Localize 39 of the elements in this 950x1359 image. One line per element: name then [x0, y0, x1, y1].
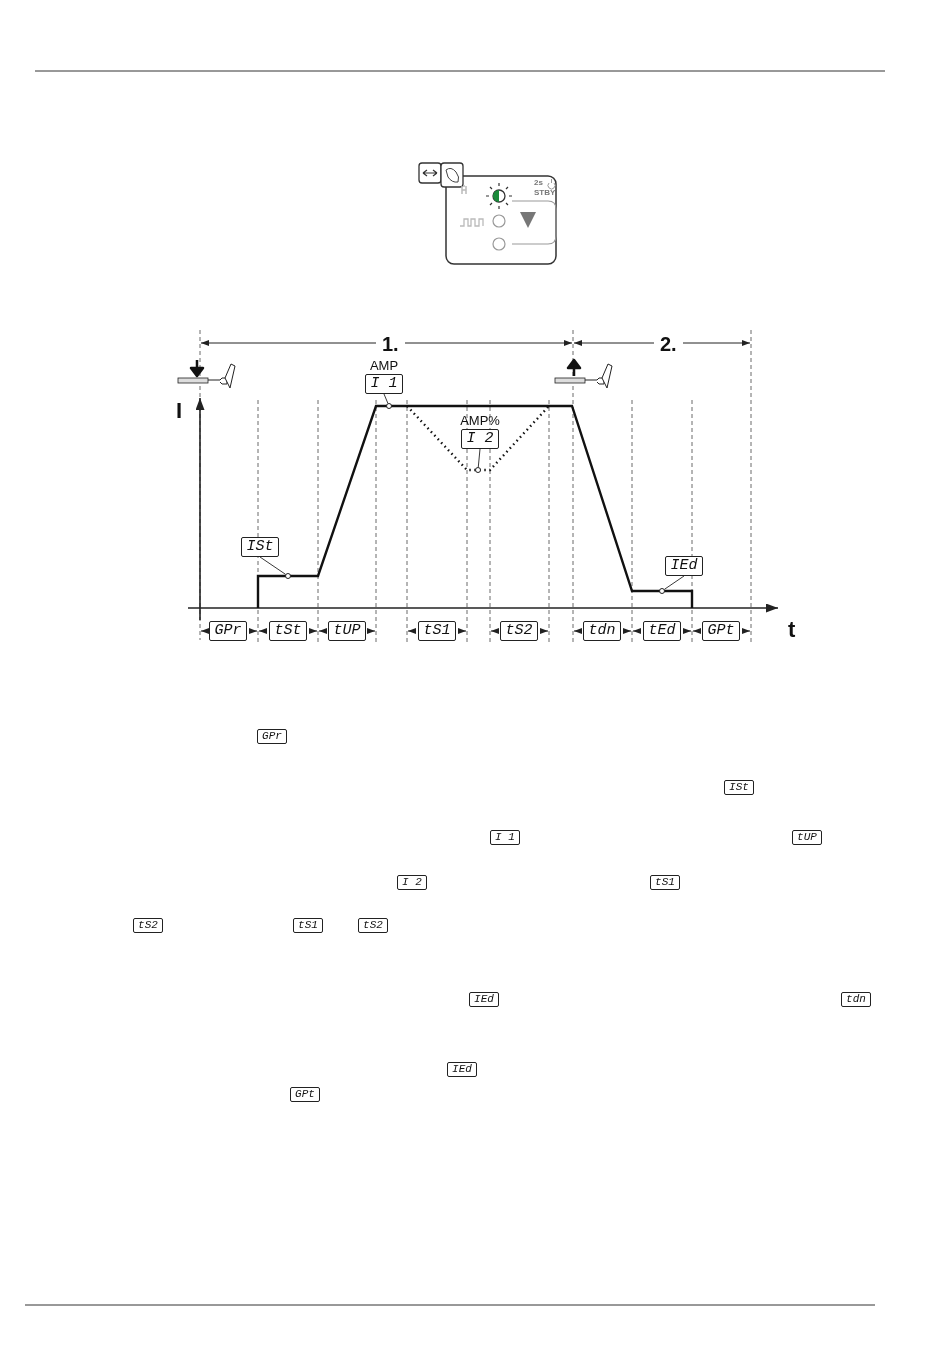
leader-line — [383, 393, 389, 404]
parameter-display: tS1 — [293, 918, 323, 933]
parameter-display: tSt — [269, 621, 307, 641]
parameter-display: tEd — [643, 621, 681, 641]
parameter-display: GPr — [209, 621, 247, 641]
parameter-display: I 2 — [397, 875, 427, 890]
parameter-display: IEd — [447, 1062, 477, 1077]
parameter-display: IEd — [665, 556, 703, 576]
curve-point — [386, 403, 392, 409]
parameter-display: IEd — [469, 992, 499, 1007]
standby-label: STBY — [534, 188, 556, 197]
axis-label: I — [176, 398, 183, 424]
curve-point — [285, 573, 291, 579]
parameter-display: tS2 — [358, 918, 388, 933]
parameter-display: I 1 — [490, 830, 520, 845]
parameter-display: tdn — [841, 992, 871, 1007]
parameter-display: tS1 — [650, 875, 680, 890]
parameter-display: I 1 — [365, 374, 403, 394]
parameter-display: ISt — [724, 780, 754, 795]
parameter-display: tS1 — [418, 621, 456, 641]
display-heading: AMP% — [459, 413, 501, 428]
parameter-display: ISt — [241, 537, 279, 557]
parameter-display: tS2 — [133, 918, 163, 933]
parameter-display: tS2 — [500, 621, 538, 641]
leader-line — [664, 575, 685, 590]
parameter-display: GPr — [257, 729, 287, 744]
parameter-display: GPt — [702, 621, 740, 641]
leader-line — [259, 556, 286, 575]
parameter-display: I 2 — [461, 429, 499, 449]
axis-label: t — [788, 617, 796, 643]
parameter-display: tUP — [328, 621, 366, 641]
curve-point — [659, 588, 665, 594]
display-heading: AMP — [368, 358, 400, 373]
parameter-display: GPt — [290, 1087, 320, 1102]
parameter-display: tdn — [583, 621, 621, 641]
parameter-display: tUP — [792, 830, 822, 845]
curve-point — [475, 467, 481, 473]
leader-line — [477, 448, 481, 468]
timer-label: 2s — [534, 178, 543, 187]
